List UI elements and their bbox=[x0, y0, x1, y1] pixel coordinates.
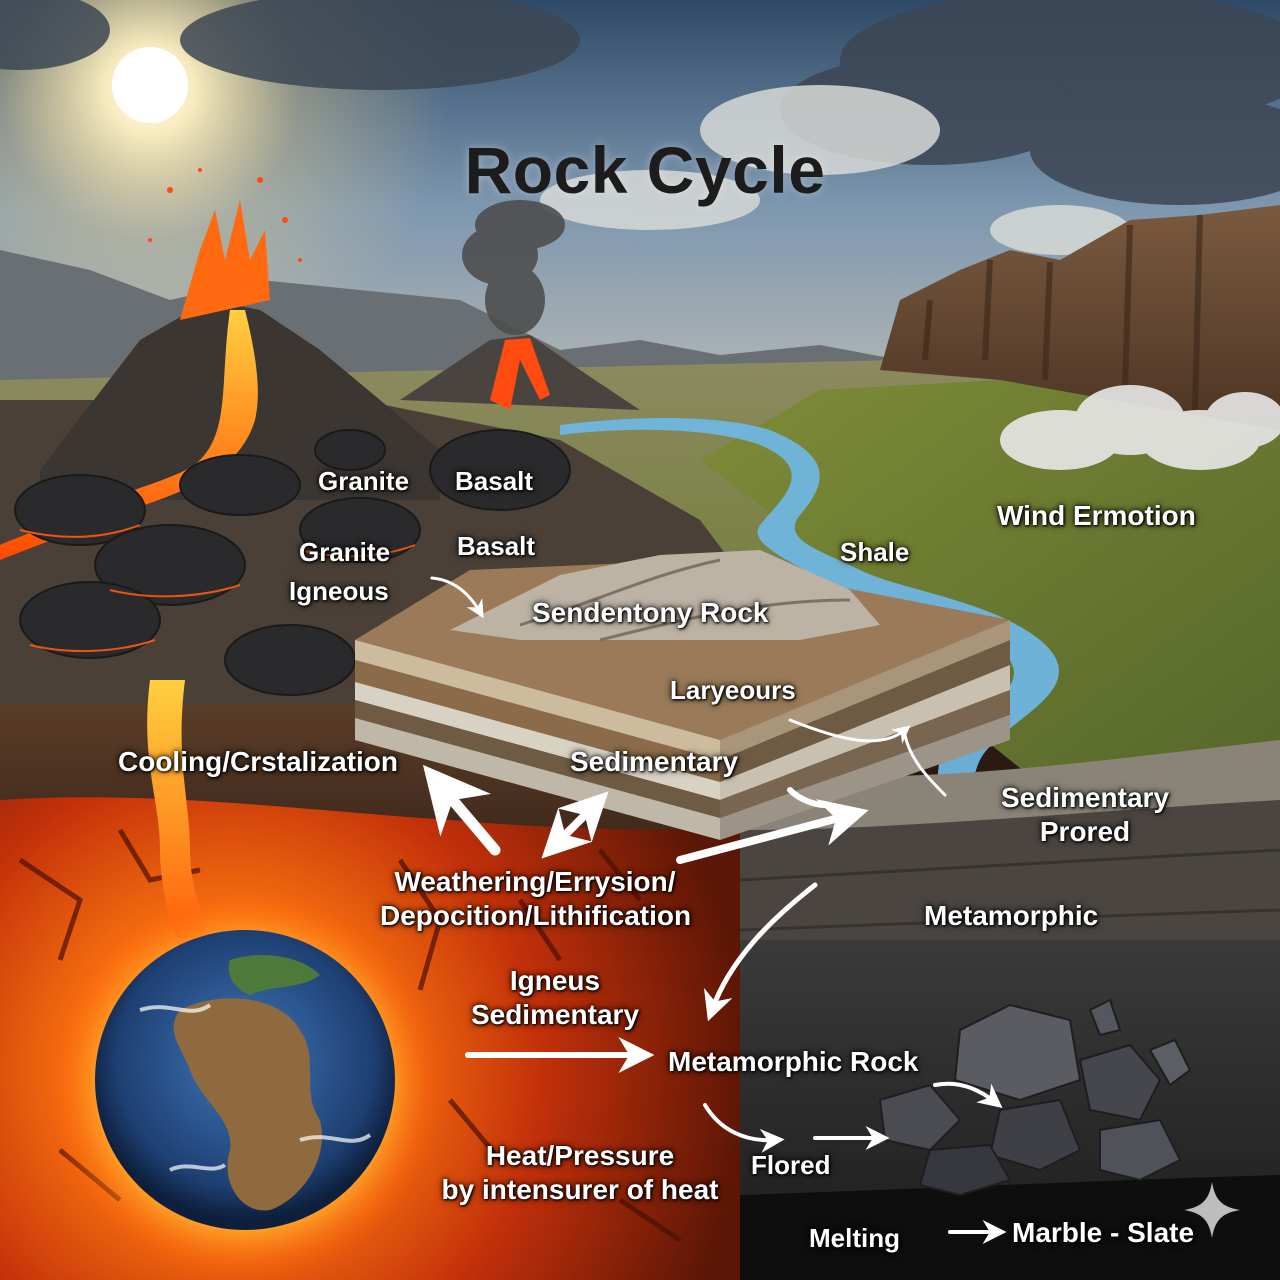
cliffs bbox=[880, 205, 1280, 440]
label-metamorphic-rock: Metamorphic Rock bbox=[668, 1046, 919, 1077]
label-granite: Granite bbox=[299, 537, 391, 567]
label-heat-pressure-line2: by intensurer of heat bbox=[441, 1174, 719, 1205]
sparkle-icon bbox=[1184, 1182, 1240, 1238]
label-sedimentary-prored: Sedimentary Prored bbox=[1000, 782, 1170, 848]
earth-land-north bbox=[228, 955, 320, 995]
label-metamorphic: Metamorphic bbox=[924, 900, 1099, 931]
label-basalt-top: Basalt bbox=[455, 466, 534, 496]
label-granite-top: Granite bbox=[318, 466, 410, 496]
label-igneus: Igneus bbox=[509, 965, 601, 996]
right-strata-lines bbox=[739, 848, 1280, 932]
label-basalt: Basalt bbox=[457, 531, 536, 561]
label-sedimentary-prored-line1: Sedimentary bbox=[1000, 782, 1170, 813]
grassland bbox=[700, 380, 1280, 800]
label-sedimentary: Sedimentary bbox=[570, 746, 739, 777]
label-heat-pressure: Heat/Pressure by intensurer of heat bbox=[440, 1140, 720, 1206]
arrow-meta-to-pile bbox=[933, 1081, 1003, 1108]
arrow-to-river bbox=[676, 799, 869, 864]
label-flored: Flored bbox=[751, 1150, 831, 1180]
label-igneus-sedimentary: Igneus Sedimentary bbox=[465, 965, 645, 1031]
arrow-curve-down bbox=[703, 882, 818, 1022]
lava-spatter bbox=[148, 168, 302, 262]
label-sedentary-rock: Sendentony Rock bbox=[532, 597, 769, 628]
label-shale: Shale bbox=[840, 537, 910, 567]
eruption bbox=[180, 200, 270, 320]
small-volcano bbox=[400, 335, 640, 410]
label-marble-slate: Marble - Slate bbox=[1012, 1217, 1195, 1248]
small-volcano-lava bbox=[490, 338, 550, 410]
cliff-ridges bbox=[922, 214, 1203, 411]
sedimentary-mound bbox=[450, 550, 880, 640]
diagram-title: Rock Cycle bbox=[464, 133, 826, 207]
label-wind-erosion: Wind Ermotion bbox=[997, 500, 1196, 531]
clouds-light bbox=[540, 85, 1130, 255]
boulders bbox=[14, 429, 571, 696]
label-melting: Melting bbox=[809, 1223, 900, 1253]
label-igneous: Igneous bbox=[289, 576, 389, 606]
label-weathering-line1: Weathering/Errysion/ bbox=[394, 866, 676, 897]
arrow-sedimentary-right bbox=[787, 787, 828, 808]
earth-clouds bbox=[139, 1003, 372, 1172]
metamorphic-rock-pile bbox=[878, 998, 1192, 1197]
smoke-plume bbox=[462, 200, 565, 335]
label-sedimentary-prored-line2: Prored bbox=[1039, 816, 1131, 847]
label-layers: Laryeours bbox=[670, 675, 796, 705]
arrow-layers-curve bbox=[788, 718, 911, 744]
right-strata-mid bbox=[740, 800, 1280, 950]
floor-line bbox=[740, 1175, 1280, 1280]
label-weathering-erosion: Weathering/Errysion/ Depocition/Lithific… bbox=[380, 866, 692, 932]
boulder-glow bbox=[19, 524, 416, 653]
cycle-arrows bbox=[422, 576, 1007, 1244]
arrow-cooling-up bbox=[422, 764, 501, 856]
arrow-igneous-to-sediment bbox=[430, 576, 484, 619]
lava-conduit bbox=[147, 680, 230, 990]
earth-land bbox=[173, 998, 322, 1211]
sun bbox=[112, 47, 188, 123]
mist bbox=[1000, 385, 1280, 470]
label-weathering-line2: Depocition/Lithification bbox=[380, 900, 692, 931]
sedimentary-mound-ridge bbox=[519, 558, 851, 642]
arrow-layers-down bbox=[903, 733, 947, 797]
sedimentary-slab-side bbox=[355, 620, 1010, 840]
label-heat-pressure-line1: Heat/Pressure bbox=[485, 1140, 675, 1171]
label-cooling-crystallization: Cooling/Crstalization bbox=[118, 746, 398, 777]
clouds bbox=[0, 0, 1280, 205]
arrow-flored-curve bbox=[703, 1103, 785, 1153]
label-sedimentary-lower: Sedimentary bbox=[470, 999, 640, 1030]
arrow-sedimentary-double bbox=[541, 791, 609, 859]
